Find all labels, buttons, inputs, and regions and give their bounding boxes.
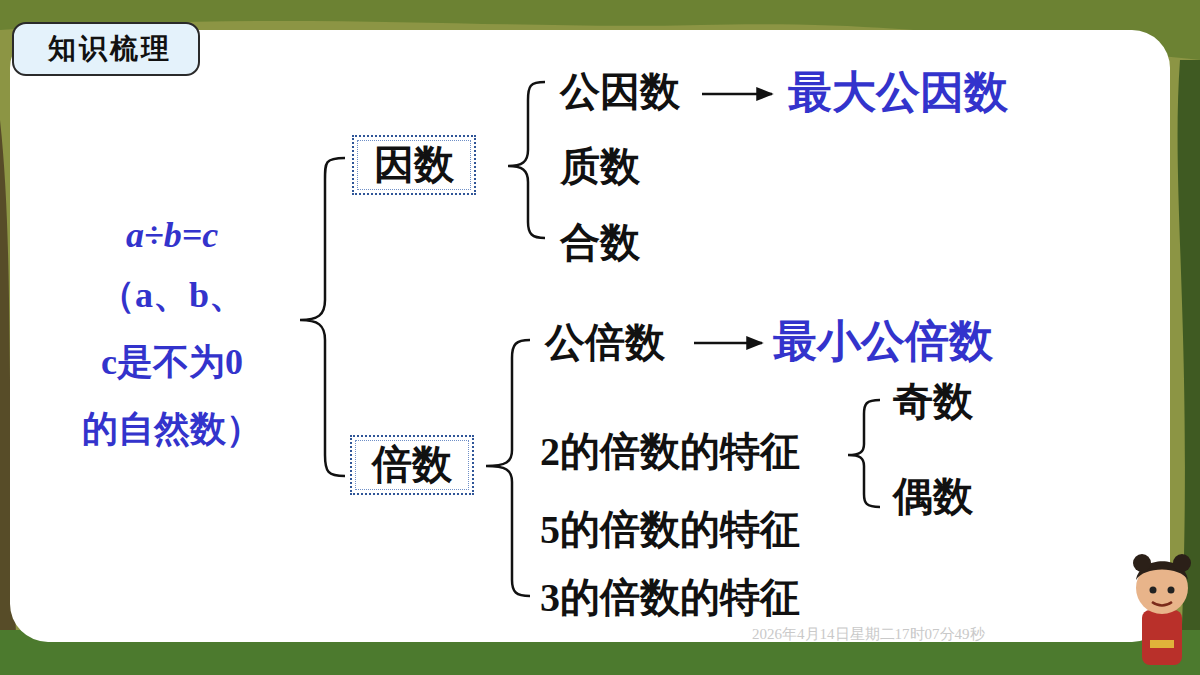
concept-box: 因数: [352, 135, 476, 195]
concept-result: 最大公因数: [788, 66, 1008, 119]
equation: a÷b=c: [40, 214, 304, 257]
concept-label: 公因数: [560, 68, 680, 116]
box-text: 因数: [374, 141, 454, 189]
concept-label: 合数: [560, 219, 640, 267]
watermark: 2026年4月14日星期二17时07分49秒: [752, 625, 985, 643]
title-text: 知识梳理: [48, 30, 172, 68]
content-panel: [10, 30, 1170, 642]
box-text: 倍数: [372, 441, 452, 489]
character-figure: [1133, 554, 1191, 665]
arrow-line: [694, 342, 762, 345]
concept-box: 倍数: [350, 435, 474, 495]
concept-label: 质数: [560, 143, 640, 191]
factor-bracket: [508, 82, 545, 238]
concept-result: 最小公倍数: [773, 315, 993, 368]
concept-label: 2的倍数的特征: [540, 428, 800, 476]
main-bracket: [300, 158, 345, 476]
equation-note: （a、b、 c是不为0 的自然数）: [50, 262, 294, 463]
concept-label: 3的倍数的特征: [540, 574, 800, 622]
concept-label: 公倍数: [545, 319, 665, 367]
concept-label: 5的倍数的特征: [540, 506, 800, 554]
arrow-line: [702, 93, 772, 96]
parity-bracket: [848, 400, 880, 507]
concept-label: 偶数: [893, 473, 973, 521]
multiple-bracket: [486, 340, 530, 596]
concept-label: 奇数: [893, 378, 973, 426]
title-badge: 知识梳理: [12, 22, 200, 76]
